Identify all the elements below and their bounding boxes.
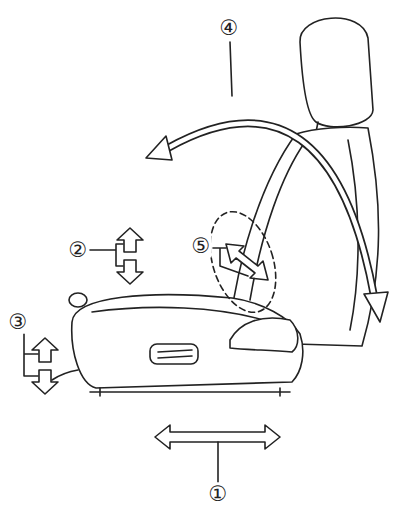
callout-number: ② — [68, 239, 89, 262]
callout-number: ① — [208, 483, 229, 506]
callout-number: ③ — [8, 311, 29, 334]
callout-number: ⑤ — [191, 235, 212, 258]
callout-number: ④ — [219, 17, 240, 40]
